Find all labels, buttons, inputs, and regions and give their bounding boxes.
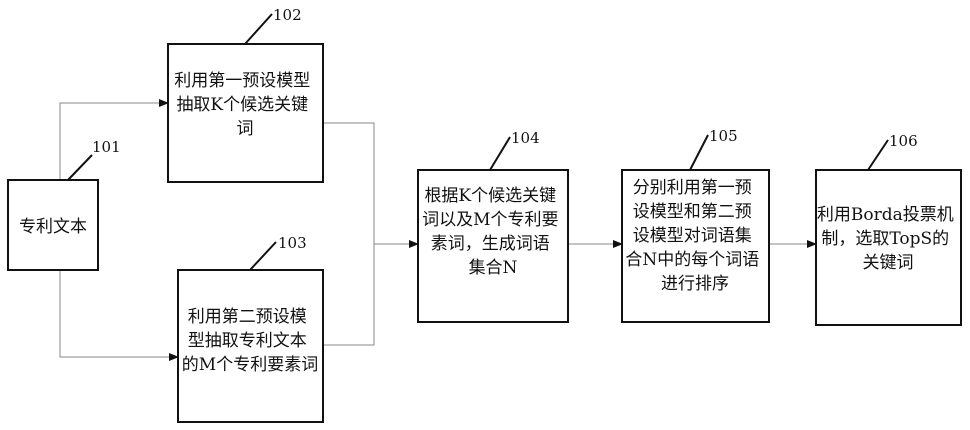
label-line: 分别利用第一预 xyxy=(633,178,752,198)
ref-105: 105 xyxy=(709,127,738,145)
leader-101 xyxy=(68,155,92,180)
label-line: 关键词 xyxy=(863,253,914,273)
leader-103 xyxy=(250,242,276,270)
label-line: 集合N xyxy=(469,258,518,278)
label-line: 合N中的每个词语 xyxy=(625,250,759,270)
label-line: 利用第一预设模型 xyxy=(174,71,310,91)
label-line: 设模型对词语集 xyxy=(633,226,752,246)
label-line: 型抽取专利文本 xyxy=(188,331,307,351)
label-line: 根据K个候选关键 xyxy=(424,186,556,206)
edge-text-to-extract-m xyxy=(60,270,178,357)
edge-extract-k-to-merge xyxy=(323,123,374,345)
leader-106 xyxy=(868,140,888,170)
leader-102 xyxy=(245,14,272,44)
label-line: 利用Borda投票机 xyxy=(817,205,954,225)
leader-105 xyxy=(690,135,708,170)
leader-104 xyxy=(490,137,510,170)
label-line: 素词，生成词语 xyxy=(431,234,550,254)
ref-104: 104 xyxy=(511,129,540,147)
label-line: 词以及M个专利要 xyxy=(422,210,558,230)
label-line: 专利文本 xyxy=(19,217,87,237)
label-line: 利用第二预设模 xyxy=(188,307,307,327)
ref-106: 106 xyxy=(889,132,918,150)
ref-101: 101 xyxy=(92,138,121,156)
label-line: 词 xyxy=(237,119,254,139)
label-line: 的M个专利要素词 xyxy=(182,355,318,375)
label-text: 专利文本 xyxy=(19,217,87,237)
label-line: 制，选取TopS的 xyxy=(821,229,949,249)
ref-102: 102 xyxy=(273,6,302,24)
label-line: 设模型和第二预 xyxy=(633,202,752,222)
ref-103: 103 xyxy=(278,234,307,252)
label-line: 进行排序 xyxy=(661,274,729,294)
label-line: 抽取K个候选关键 xyxy=(176,95,308,115)
label-extract-m: 利用第二预设模 型抽取专利文本 的M个专利要素词 xyxy=(182,307,318,375)
